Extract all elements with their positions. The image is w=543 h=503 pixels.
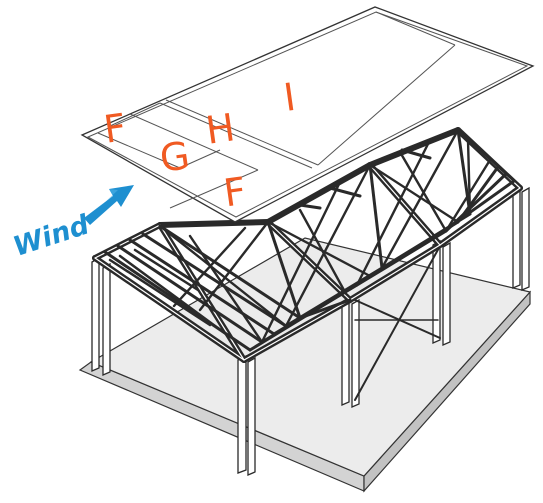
columns [91,184,530,476]
zone-label-h: H [203,105,237,153]
zone-label-f-upper: F [101,105,129,152]
roof-frame [92,127,523,363]
zone-label-g: G [157,133,192,181]
wind-label: Wind [10,209,94,263]
wind-indicator: Wind [10,185,134,263]
floor-slab [78,237,532,493]
wall-bracing [354,245,441,401]
roof-zone-plane [80,6,535,223]
wind-arrow-icon [84,185,134,225]
